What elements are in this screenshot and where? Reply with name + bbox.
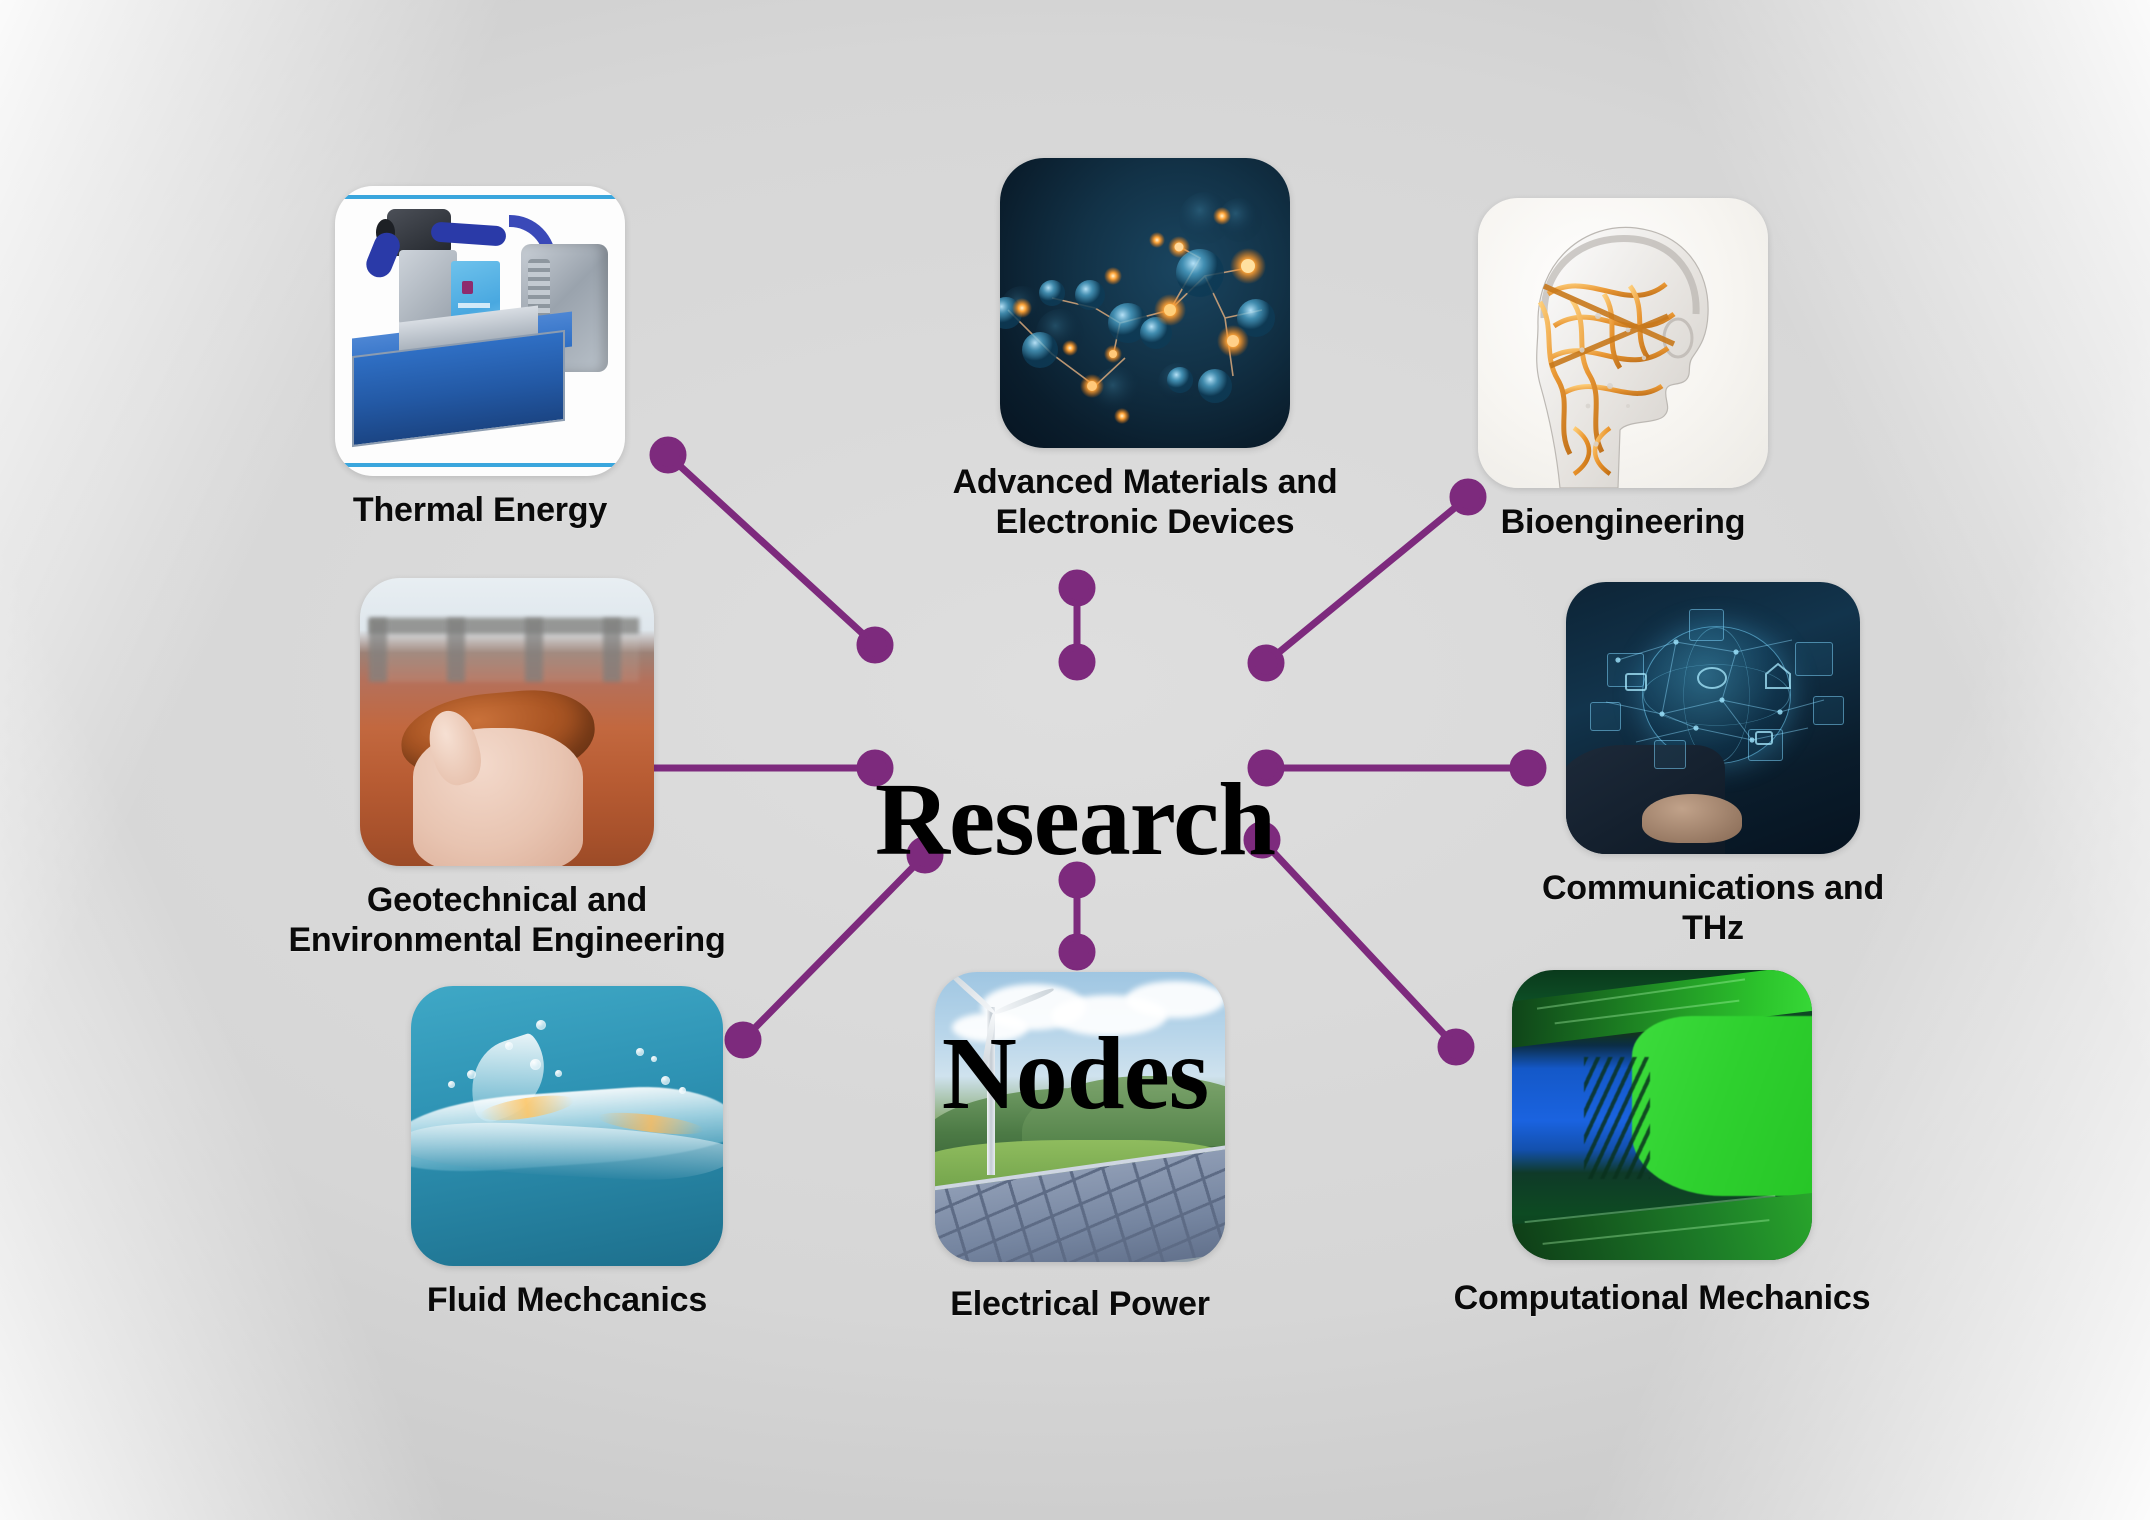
node-thermal-energy[interactable]: Thermal Energy (330, 186, 630, 530)
connector-bioengineering (1262, 493, 1472, 667)
node-label-electrical-power: Electrical Power (950, 1285, 1210, 1323)
connector-computational-mechanics (1258, 836, 1460, 1051)
laterite-soil-sample-image (360, 578, 654, 866)
molecular-network-image (1000, 158, 1290, 448)
wind-solar-image (935, 972, 1225, 1262)
bioengineering-thumbnail[interactable] (1478, 198, 1768, 488)
node-label-advanced-materials: Advanced Materials and Electronic Device… (952, 463, 1338, 542)
engine-test-rig-image (335, 186, 625, 476)
node-electrical-power[interactable]: Electrical Power (935, 972, 1225, 1324)
center-title-line1: Research (874, 761, 1276, 877)
node-label-communications-thz: Communications and THz (1541, 869, 1885, 948)
node-label-bioengineering: Bioengineering (1500, 503, 1746, 541)
node-geotechnical-environmental[interactable]: Geotechnical and Environmental Engineeri… (268, 578, 746, 960)
iot-globe-image (1566, 582, 1860, 854)
center-title-line2: Nodes (941, 1015, 1210, 1131)
node-label-computational-mechanics: Computational Mechanics (1453, 1279, 1871, 1317)
advanced-materials-thumbnail[interactable] (1000, 158, 1290, 448)
water-splash-image (411, 986, 723, 1266)
node-label-fluid-mechanics: Fluid Mechcanics (426, 1281, 708, 1319)
geotechnical-thumbnail[interactable] (360, 578, 654, 866)
electrical-power-thumbnail[interactable] (935, 972, 1225, 1262)
node-label-thermal-energy: Thermal Energy (352, 491, 608, 529)
connector-thermal-energy (664, 451, 879, 649)
thermal-energy-thumbnail[interactable] (335, 186, 625, 476)
human-head-dna-image (1478, 198, 1768, 488)
connector-fluid-mechanics (739, 851, 929, 1044)
node-label-geotechnical-environmental: Geotechnical and Environmental Engineeri… (288, 881, 726, 960)
node-computational-mechanics[interactable]: Computational Mechanics (1432, 970, 1892, 1318)
fluid-mechanics-thumbnail[interactable] (411, 986, 723, 1266)
center-title: Research Nodes (855, 630, 1295, 1264)
computational-mechanics-thumbnail[interactable] (1512, 970, 1812, 1260)
cfd-contour-image (1512, 970, 1812, 1260)
node-fluid-mechanics[interactable]: Fluid Mechcanics (402, 986, 732, 1320)
node-communications-thz[interactable]: Communications and THz (1523, 582, 1903, 948)
node-advanced-materials[interactable]: Advanced Materials and Electronic Device… (935, 158, 1355, 542)
communications-thumbnail[interactable] (1566, 582, 1860, 854)
node-bioengineering[interactable]: Bioengineering (1478, 198, 1768, 542)
